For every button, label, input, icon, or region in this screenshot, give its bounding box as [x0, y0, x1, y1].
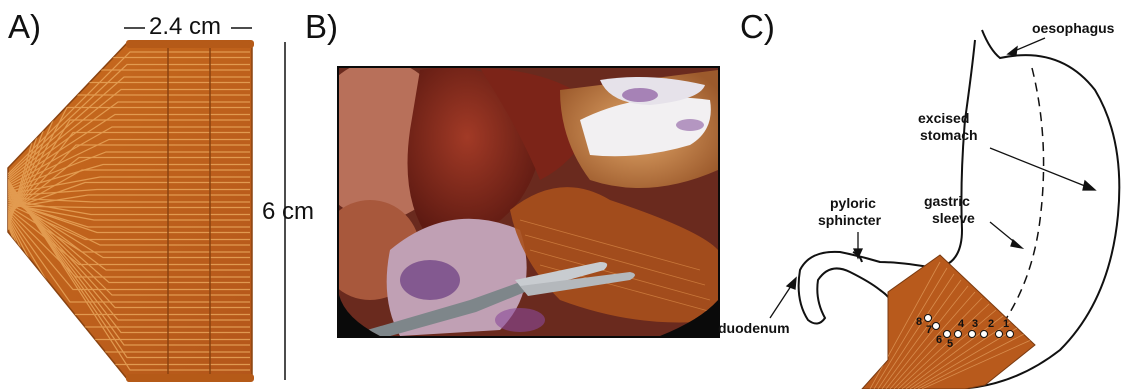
label-sleeve: sleeve [932, 210, 975, 227]
label-duodenum: duodenum [718, 320, 790, 337]
label-oesophagus: oesophagus [1032, 20, 1114, 37]
electrode-number: 5 [947, 338, 953, 350]
electrode-number: 4 [958, 318, 964, 330]
electrode-number: 7 [926, 324, 932, 336]
electrode-number: 8 [916, 316, 922, 328]
label-gastric: gastric [924, 193, 970, 210]
label-pyloric: pyloric [830, 195, 876, 212]
label-sphincter: sphincter [818, 212, 881, 229]
electrode-number: 2 [988, 318, 994, 330]
electrode-number: 6 [936, 334, 942, 346]
electrode-number: 1 [1003, 318, 1009, 330]
label-stomach: stomach [920, 127, 978, 144]
electrode-number: 3 [972, 318, 978, 330]
label-excised: excised [918, 110, 969, 127]
